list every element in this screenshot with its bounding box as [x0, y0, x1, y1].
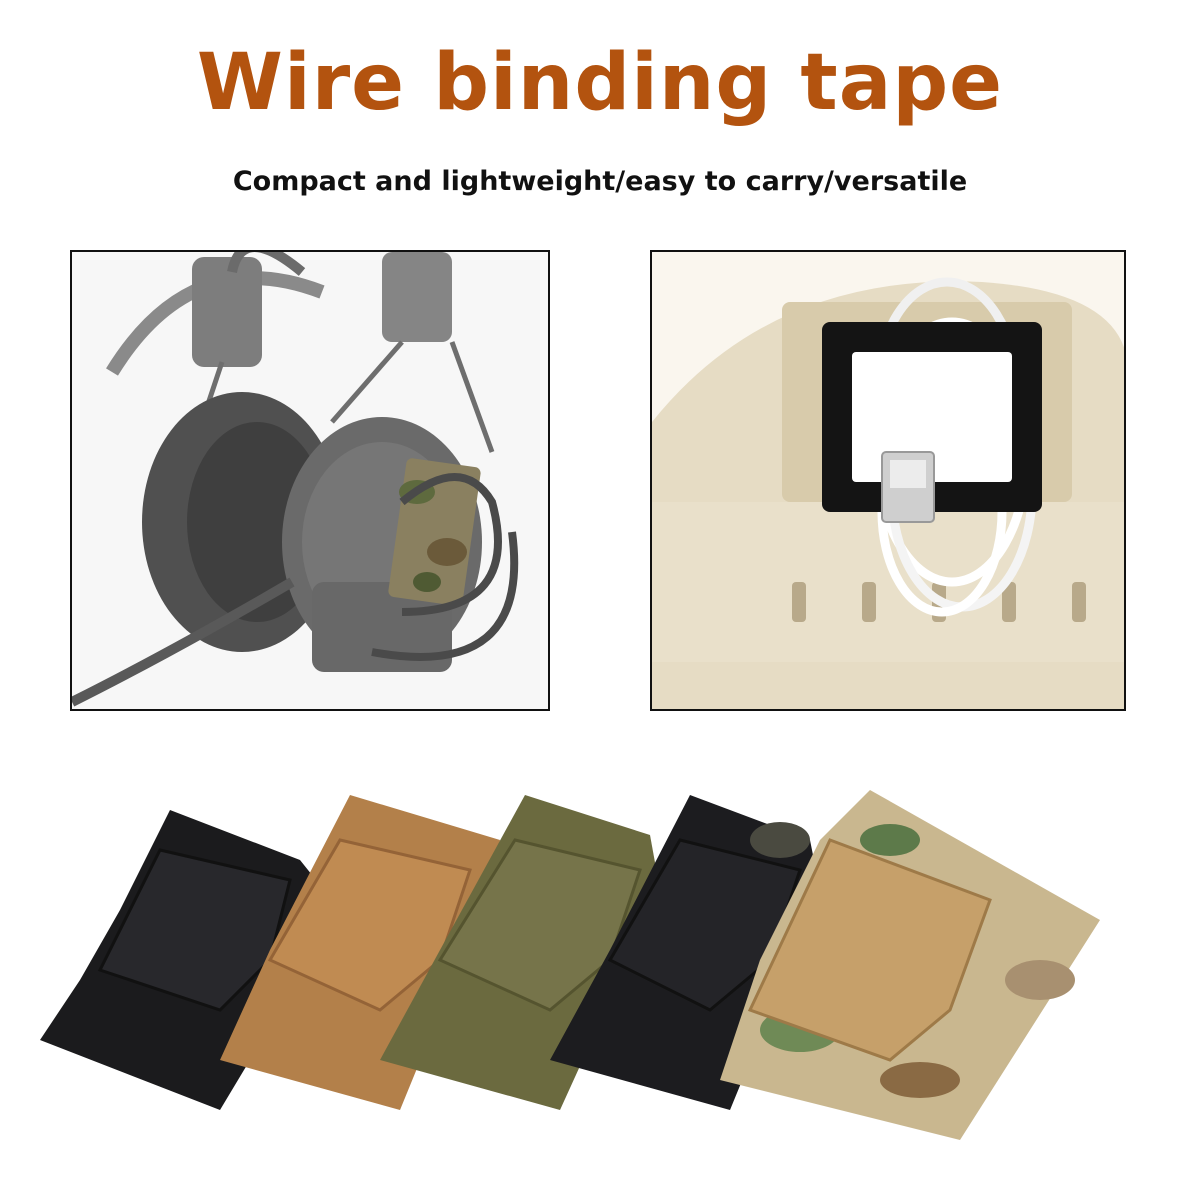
- helmet-illustration: [652, 252, 1124, 709]
- headset-illustration: [72, 252, 548, 709]
- page-subtitle: Compact and lightweight/easy to carry/ve…: [232, 166, 968, 197]
- page-title: Wire binding tape: [196, 38, 1004, 128]
- tape-color-swatches: [40, 790, 1100, 1140]
- headset-photo: [70, 250, 550, 711]
- helmet-photo: [650, 250, 1126, 711]
- swatch-multicam: [720, 790, 1100, 1140]
